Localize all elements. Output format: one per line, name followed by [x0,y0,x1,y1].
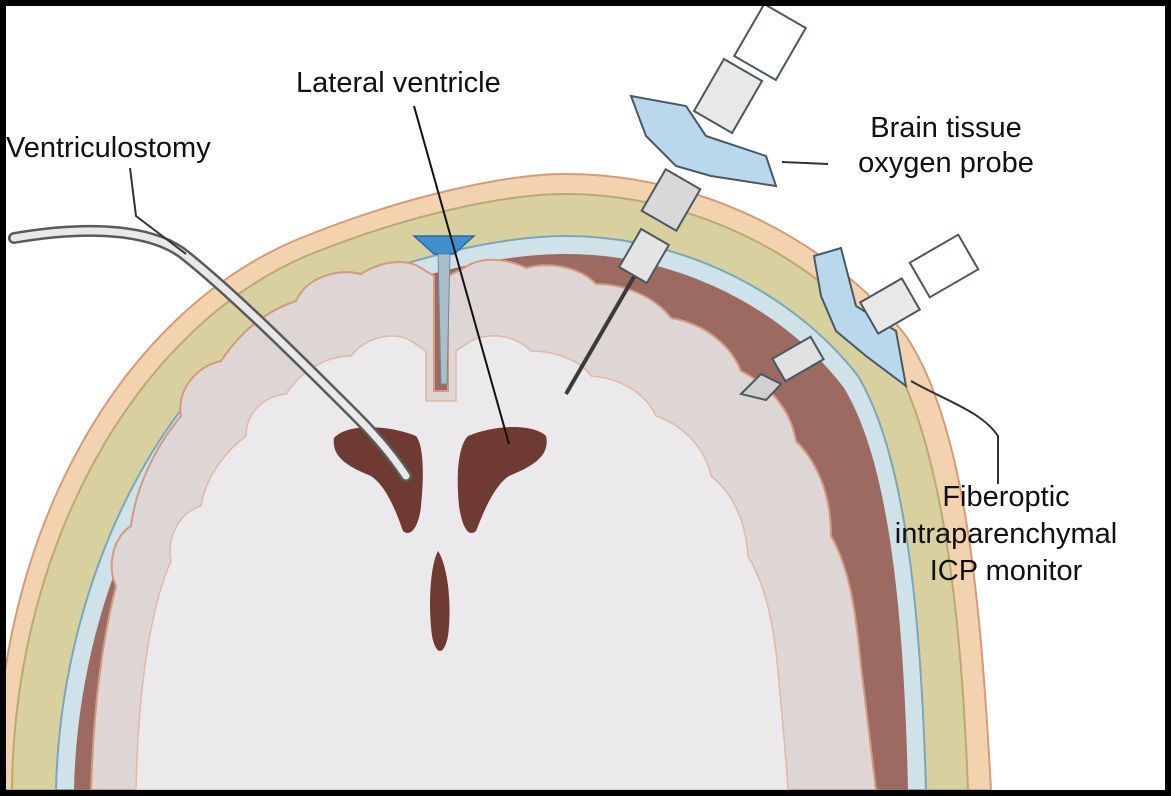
label-icp-monitor-line1: Fiberoptic [866,479,1146,516]
label-icp-monitor: Fiberoptic intraparenchymal ICP monitor [866,479,1146,590]
label-oxygen-probe-line1: Brain tissue [836,111,1056,146]
label-ventriculostomy: Ventriculostomy [6,131,211,166]
label-lateral-ventricle: Lateral ventricle [296,66,501,101]
label-icp-monitor-line3: ICP monitor [866,553,1146,590]
label-oxygen-probe: Brain tissue oxygen probe [836,111,1056,181]
label-oxygen-probe-line2: oxygen probe [836,146,1056,181]
label-icp-monitor-line2: intraparenchymal [866,516,1146,553]
